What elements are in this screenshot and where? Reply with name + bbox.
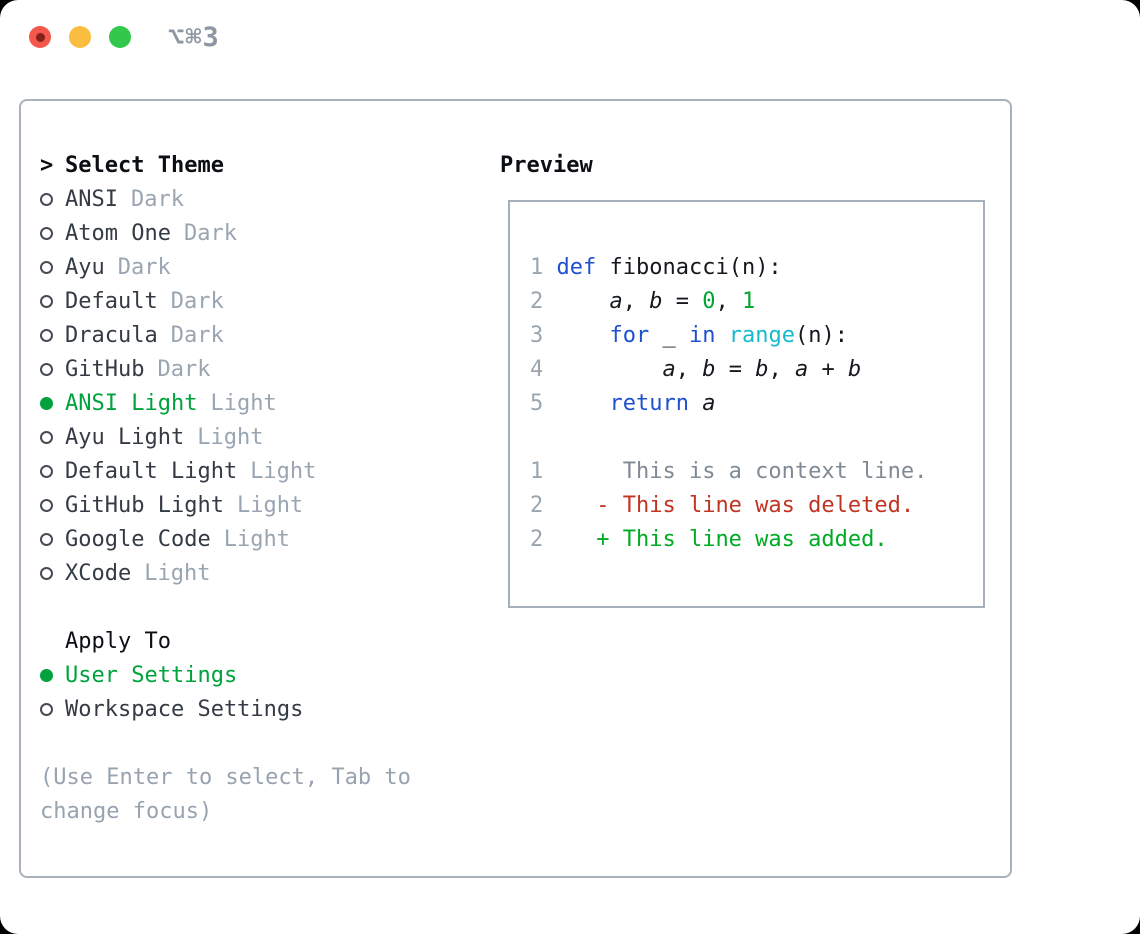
theme-option[interactable]: Ayu Dark (40, 250, 411, 284)
option-label: Default Light (65, 458, 238, 484)
select-theme-title: Select Theme (65, 152, 224, 178)
theme-variant-label: Dark (130, 186, 184, 212)
theme-variant-label: Dark (170, 322, 224, 348)
theme-option[interactable]: Default Dark (40, 284, 411, 318)
option-label: Atom One (65, 220, 171, 246)
option-label: GitHub (65, 356, 145, 382)
theme-option[interactable]: XCode Light (40, 556, 411, 590)
theme-option[interactable]: Ayu Light Light (40, 420, 411, 454)
radio-icon (40, 566, 53, 580)
theme-variant-label: Light (250, 458, 317, 484)
radio-icon (40, 294, 53, 308)
radio-icon (40, 260, 53, 274)
code-line: 2 - This line was deleted. (530, 492, 915, 518)
help-text-line1: (Use Enter to select, Tab to (40, 764, 411, 790)
radio-icon (40, 430, 53, 444)
theme-variant-label: Dark (117, 254, 171, 280)
option-label: GitHub Light (65, 492, 224, 518)
theme-option[interactable]: Atom One Dark (40, 216, 411, 250)
theme-variant-label: Light (223, 526, 290, 552)
radio-icon (40, 464, 53, 478)
prompt-icon: > (40, 152, 54, 178)
theme-option[interactable]: GitHub Dark (40, 352, 411, 386)
option-label: ANSI Light (65, 390, 198, 416)
apply-to-header: Apply To (40, 624, 411, 658)
option-label: User Settings (65, 662, 238, 688)
radio-icon (40, 362, 53, 376)
close-button[interactable] (29, 26, 51, 48)
apply-option[interactable]: Workspace Settings (40, 692, 411, 726)
option-label: Ayu Light (65, 424, 185, 450)
code-line: 1 def fibonacci(n): (530, 254, 782, 280)
code-line (530, 420, 927, 454)
radio-selected-icon (40, 396, 53, 410)
theme-variant-label: Light (144, 560, 211, 586)
theme-variant-label: Light (236, 492, 304, 518)
code-line: 2 a, b = 0, 1 (530, 288, 756, 314)
option-label: Dracula (65, 322, 158, 348)
option-label: Default (65, 288, 158, 314)
option-label: XCode (65, 560, 132, 586)
code-preview: 1 def fibonacci(n): 2 a, b = 0, 1 3 for _ … (530, 250, 927, 556)
theme-option[interactable]: Default Light Light (40, 454, 411, 488)
apply-to-title: Apply To (65, 628, 171, 654)
theme-option[interactable]: Google Code Light (40, 522, 411, 556)
spacer-row (40, 590, 411, 624)
radio-icon (40, 192, 53, 206)
window-title: ⌥⌘3 (168, 22, 220, 53)
radio-icon (40, 226, 53, 240)
maximize-button[interactable] (109, 26, 131, 48)
option-label: Ayu (65, 254, 105, 280)
radio-icon (40, 532, 53, 546)
radio-icon (40, 498, 53, 512)
theme-variant-label: Light (197, 424, 264, 450)
option-label: ANSI (65, 186, 118, 212)
radio-selected-icon (40, 668, 53, 682)
apply-option[interactable]: User Settings (40, 658, 411, 692)
help-text-line2: change focus) (40, 798, 213, 824)
theme-option[interactable]: ANSI Dark (40, 182, 411, 216)
code-line: 2 + This line was added. (530, 526, 888, 552)
minimize-button[interactable] (69, 26, 91, 48)
radio-icon (40, 702, 53, 716)
theme-variant-label: Light (210, 390, 277, 416)
option-label: Google Code (65, 526, 211, 552)
theme-variant-label: Dark (183, 220, 237, 246)
theme-variant-label: Dark (170, 288, 224, 314)
theme-option[interactable]: Dracula Dark (40, 318, 411, 352)
option-label: Workspace Settings (65, 696, 304, 722)
code-line: 1 This is a context line. (530, 458, 928, 484)
preview-title: Preview (500, 152, 593, 178)
select-theme-header: > Select Theme (40, 148, 411, 182)
spacer-row (40, 726, 411, 760)
theme-option[interactable]: ANSI Light Light (40, 386, 411, 420)
code-line: 4 a, b = b, a + b (530, 356, 862, 382)
unsaved-dot-icon (35, 32, 45, 42)
radio-icon (40, 328, 53, 342)
code-line: 3 for _ in range(n): (530, 322, 848, 348)
theme-variant-label: Dark (157, 356, 211, 382)
code-line: 5 return a (530, 390, 716, 416)
preview-box: 1 def fibonacci(n): 2 a, b = 0, 1 3 for _ … (508, 200, 985, 608)
theme-option[interactable]: GitHub Light Light (40, 488, 411, 522)
